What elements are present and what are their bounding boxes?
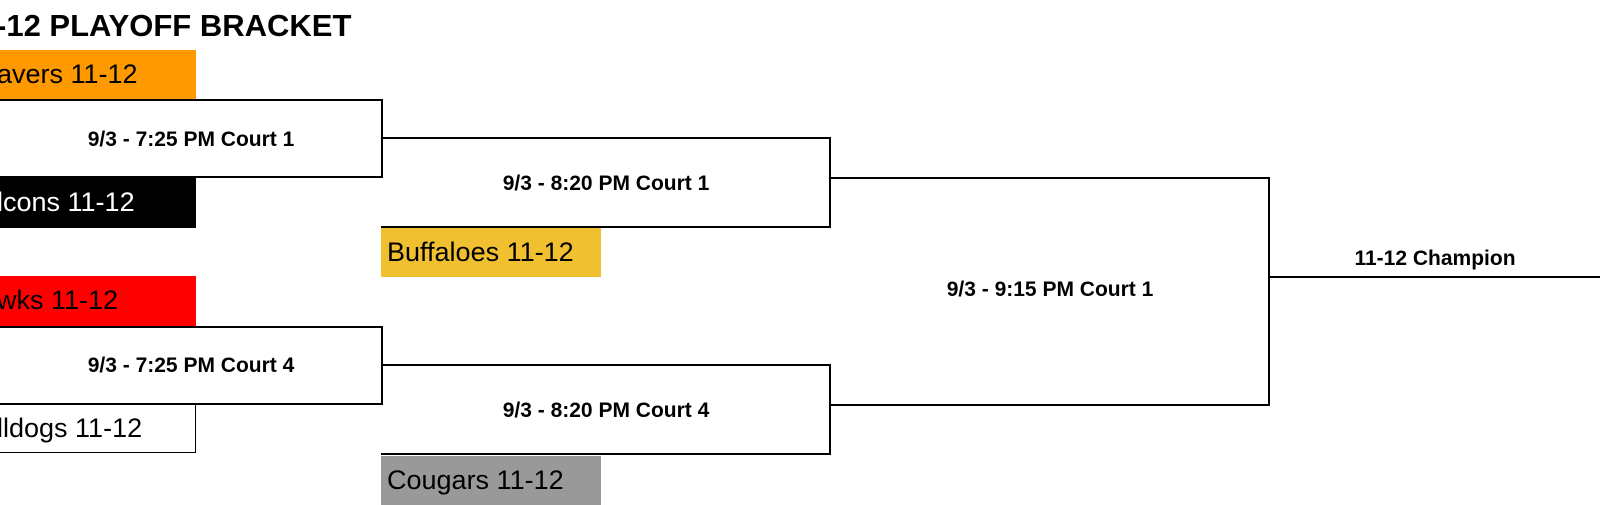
bracket-line [0, 99, 383, 101]
bracket-line [1268, 177, 1270, 406]
team-cougars: Cougars 11-12 [381, 456, 601, 505]
bracket-line [0, 403, 383, 405]
bracket-line [1268, 276, 1600, 278]
bracket-line [381, 226, 831, 228]
bracket-line [381, 453, 831, 455]
bracket-line [0, 326, 383, 328]
game-r2-bottom: 9/3 - 8:20 PM Court 4 [502, 399, 710, 422]
team-hawks: wks 11-12 [0, 276, 196, 326]
bracket-line [829, 137, 831, 228]
champion-label: 11-12 Champion [1354, 247, 1516, 270]
team-beavers: avers 11-12 [0, 50, 196, 99]
team-buffaloes: Buffaloes 11-12 [381, 228, 601, 277]
game-r2-top: 9/3 - 8:20 PM Court 1 [502, 172, 710, 195]
game-r1-top: 9/3 - 7:25 PM Court 1 [87, 128, 295, 151]
game-final: 9/3 - 9:15 PM Court 1 [946, 278, 1154, 301]
bracket-line [829, 177, 1270, 179]
bracket-line [381, 137, 831, 139]
bracket-line [829, 404, 1270, 406]
game-r1-bottom: 9/3 - 7:25 PM Court 4 [87, 354, 295, 377]
bracket-line [829, 364, 831, 455]
bracket-title: -12 PLAYOFF BRACKET [0, 8, 352, 43]
team-falcons: lcons 11-12 [0, 178, 196, 228]
bracket-line [381, 364, 831, 366]
bracket-line [0, 176, 383, 178]
team-bulldogs: lldogs 11-12 [0, 404, 196, 453]
